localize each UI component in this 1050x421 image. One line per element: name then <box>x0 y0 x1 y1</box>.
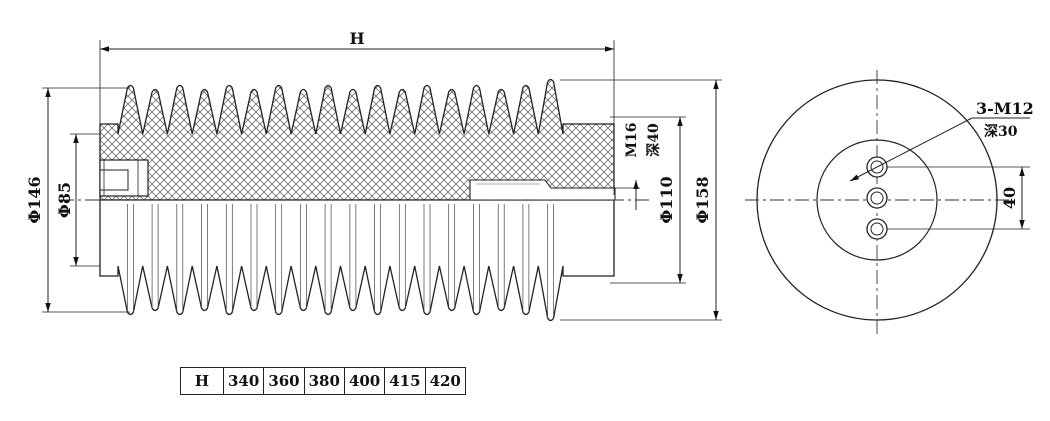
size-table-cell: 400 <box>343 367 386 395</box>
shed-outlines <box>127 204 554 318</box>
end-view-hole-middle <box>866 187 888 209</box>
size-table-row: H 340 360 380 400 415 420 <box>180 367 466 395</box>
m12-leader <box>849 117 973 182</box>
size-table-header: H <box>180 367 224 395</box>
dimensions: H Φ146 Φ85 M16 深40 Φ110 Φ158 <box>25 29 722 321</box>
size-table: H 340 360 380 400 415 420 <box>180 367 466 395</box>
size-table-cell: 340 <box>222 367 265 395</box>
end-view-depth-label: 深30 <box>984 123 1018 140</box>
section-view <box>60 78 650 322</box>
size-table-cell: 360 <box>263 367 305 395</box>
dimension-phi85-label: Φ85 <box>55 182 74 218</box>
dimension-h-label: H <box>349 29 364 48</box>
end-view-hole-bottom <box>866 218 888 240</box>
thread-depth-label: 深40 <box>645 123 662 157</box>
size-table-cell: 415 <box>384 367 426 395</box>
upper-body-section <box>99 78 615 201</box>
size-table-cell: 380 <box>303 367 345 395</box>
end-view-spacing-label: 40 <box>1000 187 1019 209</box>
lower-body-elevation <box>99 199 615 322</box>
end-view-thread-label: 3-M12 <box>976 99 1034 118</box>
thread-m16-label: M16 <box>624 123 640 158</box>
dimension-phi158-label: Φ158 <box>693 176 712 223</box>
end-view: 3-M12 深30 40 <box>745 70 1034 335</box>
dimension-phi146-label: Φ146 <box>25 176 44 223</box>
dimension-phi110-label: Φ110 <box>657 176 676 223</box>
size-table-cell: 420 <box>424 367 466 395</box>
